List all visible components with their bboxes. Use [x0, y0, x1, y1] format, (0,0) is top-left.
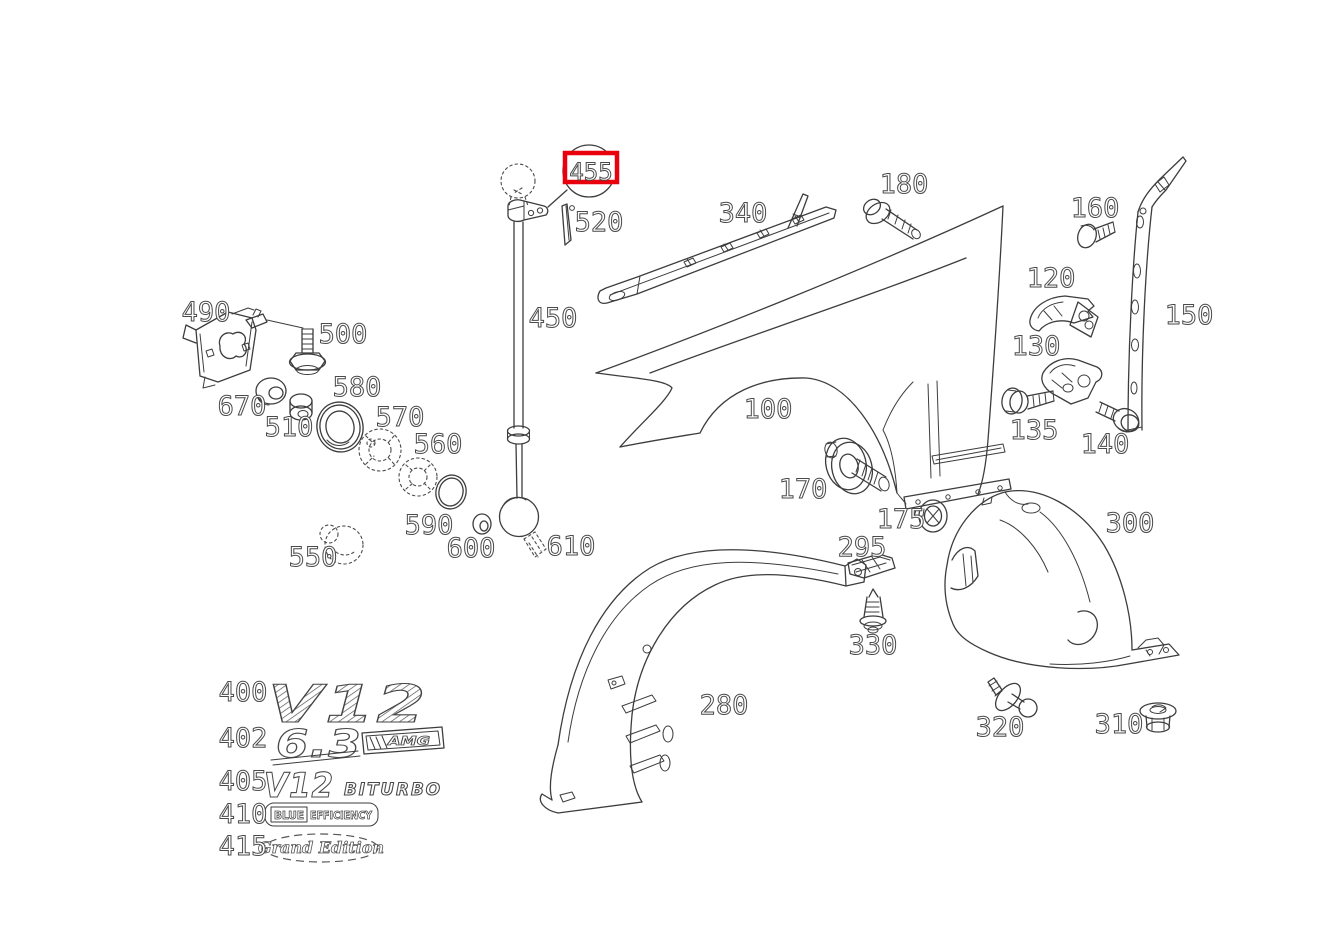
- part-label-520: 520: [575, 207, 624, 238]
- emblem-410-blue-efficiency: BLUE EFFICIENCY: [264, 802, 379, 827]
- part-label-120: 120: [1027, 263, 1076, 294]
- part-label-560: 560: [414, 429, 463, 460]
- part-label-170: 170: [779, 474, 828, 505]
- part-label-410: 410: [219, 799, 268, 830]
- emblem-402-amg-text: AMG: [387, 734, 431, 748]
- emblem-405-biturbo-text: BITURBO: [344, 780, 442, 800]
- part-label-330: 330: [849, 630, 898, 661]
- part-280-wheel-liner-front: [539, 549, 867, 814]
- part-label-280: 280: [700, 690, 749, 721]
- part-130-bracket: [1041, 358, 1103, 405]
- part-175-grommet: [918, 499, 948, 533]
- part-580-seal-ring: [316, 401, 364, 453]
- part-label-140: 140: [1081, 429, 1130, 460]
- part-label-610: 610: [547, 531, 596, 562]
- part-610-clip: [523, 531, 547, 558]
- part-320-rivet: [987, 677, 1038, 718]
- part-600-grommet: [472, 513, 492, 535]
- part-label-415: 415: [219, 831, 268, 862]
- part-label-405: 405: [219, 766, 268, 797]
- part-label-310: 310: [1095, 709, 1144, 740]
- part-label-600: 600: [447, 533, 496, 564]
- part-label-580: 580: [333, 372, 382, 403]
- part-455-callout: [547, 144, 620, 208]
- part-label-455: 455: [569, 158, 612, 186]
- part-label-135: 135: [1010, 415, 1059, 446]
- part-570-disc: [358, 428, 402, 472]
- part-670-grommet: [255, 377, 287, 406]
- part-300-wheel-liner-rear: [944, 490, 1180, 670]
- part-340-cowl-rail: [597, 193, 837, 304]
- part-label-100: 100: [744, 394, 793, 425]
- emblem-400-text: V12: [268, 675, 428, 735]
- part-180-bolt: [862, 198, 921, 240]
- part-590-ring: [435, 474, 467, 510]
- part-label-150: 150: [1165, 300, 1214, 331]
- part-labels: 455 520 450 340 180 100 170 175 295 330 …: [181, 158, 1214, 863]
- part-160-screw: [1077, 221, 1116, 249]
- part-500-bolt: [288, 328, 327, 375]
- part-label-590: 590: [405, 510, 454, 541]
- part-label-490: 490: [182, 297, 231, 328]
- part-560-disc: [398, 457, 438, 497]
- part-150-trim-strip: [1127, 156, 1187, 431]
- part-520-clip: [561, 203, 575, 246]
- part-label-300: 300: [1106, 508, 1155, 539]
- part-120-bracket: [1029, 295, 1099, 338]
- part-label-670: 670: [218, 391, 267, 422]
- part-label-175: 175: [877, 504, 926, 535]
- part-label-340: 340: [719, 198, 768, 229]
- part-550-pad: [319, 524, 364, 565]
- part-label-160: 160: [1071, 193, 1120, 224]
- emblem-402-63-text: 6.3: [276, 722, 362, 766]
- part-330-rivet: [859, 588, 887, 634]
- part-510-bushing: [289, 393, 313, 421]
- part-170-stud: [824, 437, 890, 495]
- part-135-bolt: [1001, 387, 1055, 415]
- part-label-500: 500: [319, 319, 368, 350]
- emblem-405-v12-biturbo: V12 BITURBO: [263, 765, 442, 806]
- part-100-fender: [595, 205, 1012, 518]
- part-label-130: 130: [1012, 331, 1061, 362]
- emblem-410-efficiency-text: EFFICIENCY: [310, 809, 373, 822]
- emblem-402-63-amg: 6.3 AMG: [270, 721, 445, 767]
- emblem-400-v12: V12: [267, 674, 428, 735]
- part-label-450: 450: [529, 303, 578, 334]
- part-490-bracket: [182, 307, 304, 389]
- part-310-nut: [1139, 702, 1177, 733]
- part-label-570: 570: [376, 402, 425, 433]
- emblem-410-blue-text: BLUE: [274, 809, 304, 822]
- part-140-bolt: [1095, 401, 1140, 433]
- part-label-400: 400: [219, 677, 268, 708]
- emblem-405-v12-text: V12: [264, 766, 334, 806]
- part-label-180: 180: [880, 169, 929, 200]
- emblem-415-text: Grand Edition: [258, 838, 384, 857]
- part-label-510: 510: [265, 412, 314, 443]
- part-label-295: 295: [838, 532, 887, 563]
- highlight-box-455: [562, 150, 620, 185]
- part-label-402: 402: [219, 723, 268, 754]
- part-label-320: 320: [976, 712, 1025, 743]
- emblem-415-grand-edition: Grand Edition: [258, 833, 384, 863]
- part-450-antenna-mast: [498, 163, 549, 538]
- part-label-550: 550: [289, 542, 338, 573]
